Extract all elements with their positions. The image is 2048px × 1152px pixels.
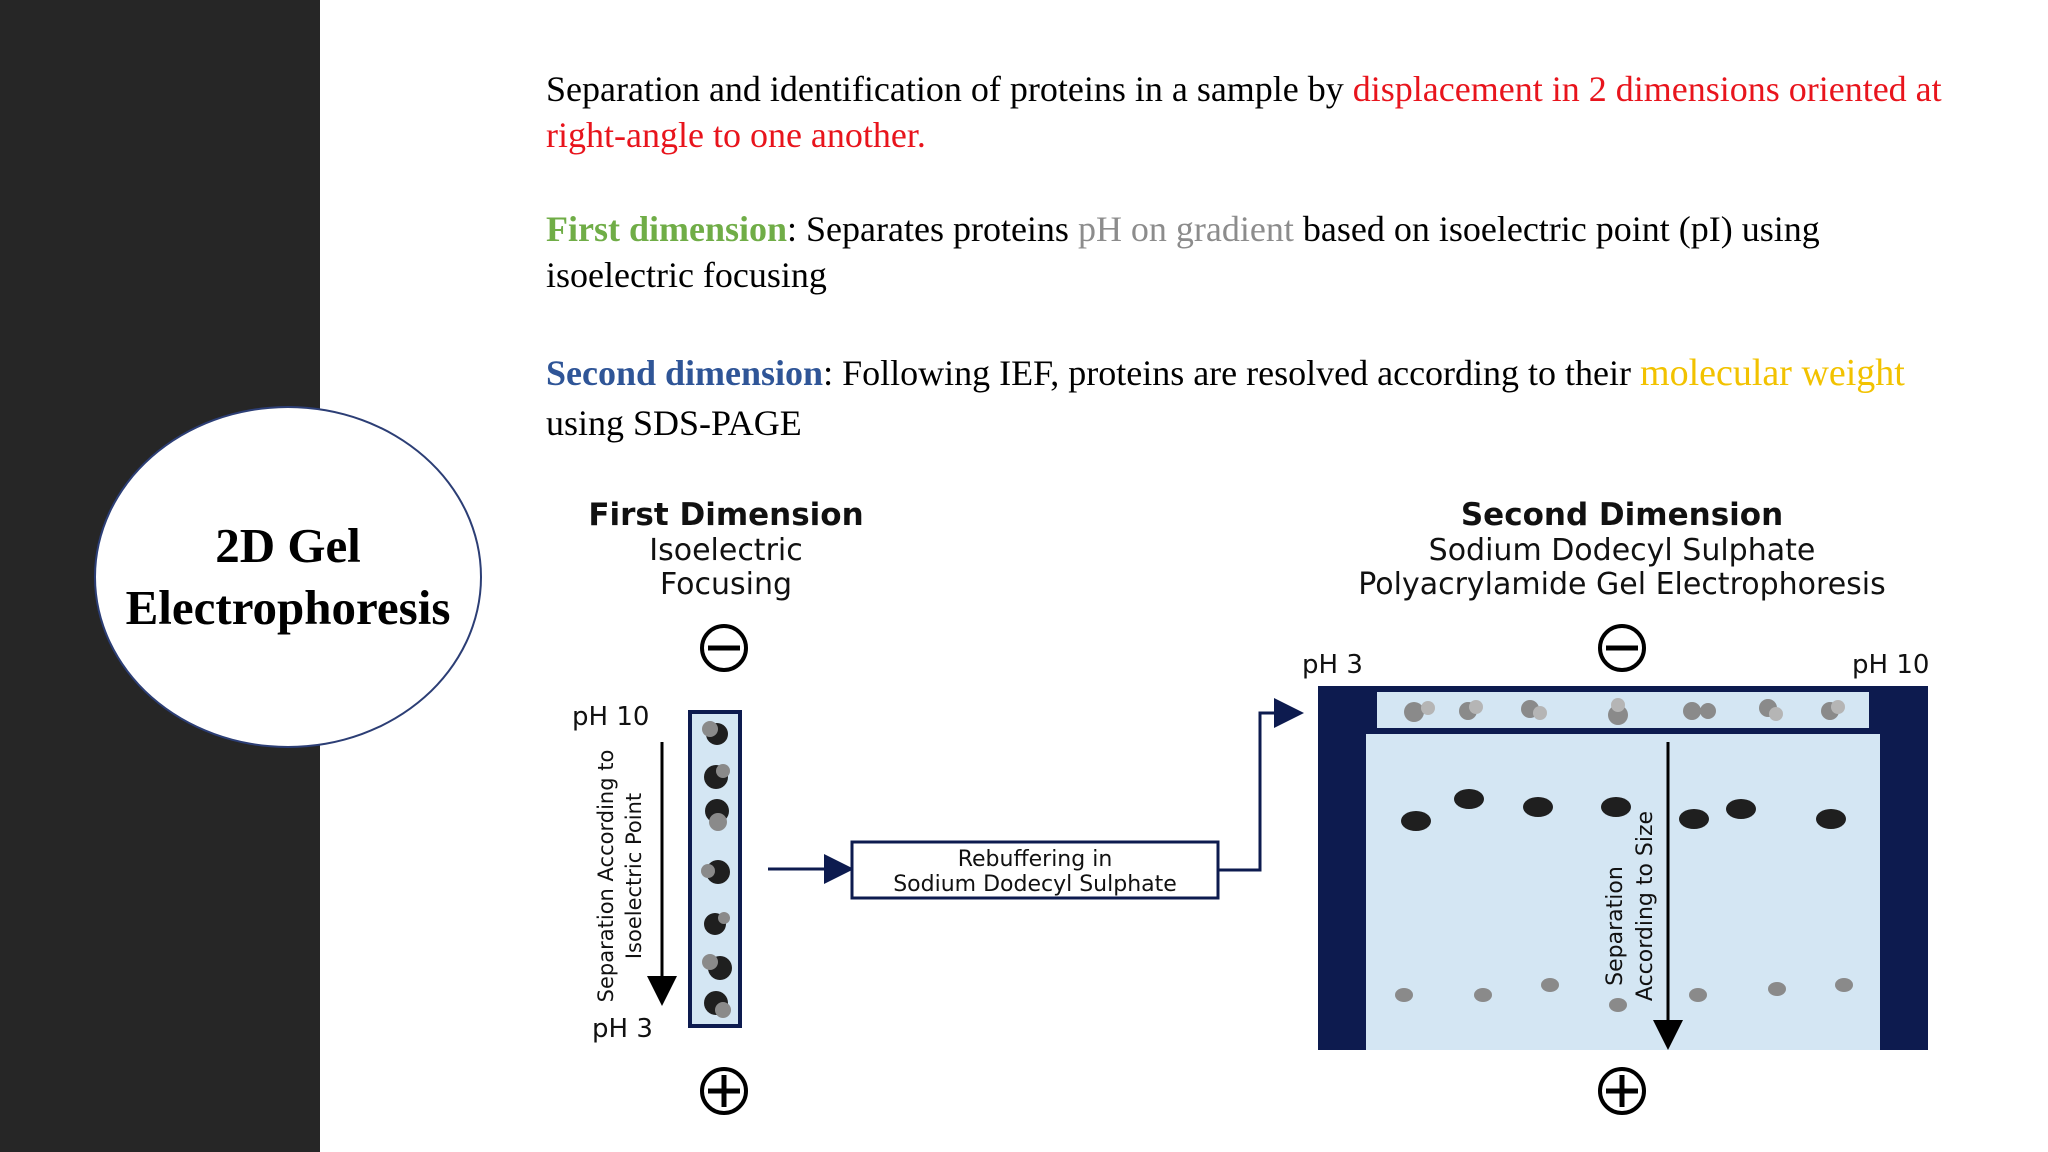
heavy-band <box>1454 789 1484 809</box>
intro-highlight: displacement in 2 dimensions oriented at… <box>546 69 1942 155</box>
strip-spot <box>1608 705 1628 725</box>
ief-spot-light <box>716 764 730 778</box>
first-dimension-text-1: : Separates proteins <box>787 209 1078 249</box>
ief-spot-light <box>702 721 718 737</box>
second-dimension-gold-text: molecular weight <box>1640 352 1905 394</box>
strip-spot <box>1611 698 1625 712</box>
strip-spot <box>1404 702 1424 722</box>
strip-spot <box>1683 702 1701 720</box>
rebuffer-line-1: Rebuffering in <box>958 847 1113 872</box>
size-axis-label-2: According to Size <box>1633 811 1658 1001</box>
ph-left-label: pH 3 <box>1302 650 1363 680</box>
light-band <box>1768 982 1786 996</box>
heavy-band <box>1726 799 1756 819</box>
title-line-2: Electrophoresis <box>125 580 451 635</box>
strip-spot <box>1769 707 1783 721</box>
heavy-band <box>1679 809 1709 829</box>
cathode-minus-icon <box>700 624 748 672</box>
second-dimension-label: Second dimension <box>546 353 824 393</box>
strip-spot <box>1700 703 1716 719</box>
pi-axis-label-1: Separation According to <box>594 750 618 1003</box>
strip-spot <box>1831 700 1845 714</box>
ph-bottom-label: pH 3 <box>592 1014 653 1044</box>
slide-title: 2D Gel Electrophoresis <box>126 515 451 639</box>
second-dimension-paragraph: Second dimension: Following IEF, protein… <box>546 348 1946 448</box>
first-dimension-paragraph: First dimension: Separates proteins pH o… <box>546 206 1946 298</box>
ief-spot-light <box>718 912 730 924</box>
rebuffer-line-2: Sodium Dodecyl Sulphate <box>893 872 1177 897</box>
electrophoresis-diagram: First Dimension Isoelectric Focusing pH … <box>572 497 1929 1115</box>
ief-protein-spots <box>701 721 732 1018</box>
first-dimension-label: First dimension <box>546 209 788 249</box>
first-dimension-sub-2: Focusing <box>660 567 792 602</box>
ief-spot-light <box>709 813 727 831</box>
anode-plus-icon <box>700 1067 748 1115</box>
sds-light-bands <box>1395 978 1853 1012</box>
second-dimension-text-2: using SDS-PAGE <box>546 403 802 443</box>
first-dimension-gray-text: pH on gradient <box>1077 209 1294 249</box>
ief-spot-light <box>715 1002 731 1018</box>
light-band <box>1835 978 1853 992</box>
ph-right-label: pH 10 <box>1852 650 1929 680</box>
light-band <box>1689 988 1707 1002</box>
ief-spot-light <box>702 954 718 970</box>
title-circle: 2D Gel Electrophoresis <box>94 406 482 748</box>
cathode-minus-icon <box>1598 624 1646 672</box>
strip-protein-spots <box>1404 698 1845 725</box>
anode-plus-icon <box>1598 1067 1646 1115</box>
strip-spot <box>1421 701 1435 715</box>
sds-gel <box>1366 686 1880 1050</box>
sds-heavy-bands <box>1401 789 1846 831</box>
heavy-band <box>1601 797 1631 817</box>
strip-spot <box>1469 700 1483 714</box>
second-dimension-heading: Second Dimension <box>1461 497 1783 533</box>
strip-spot <box>1533 706 1547 720</box>
heavy-band <box>1401 811 1431 831</box>
size-axis-label-1: Separation <box>1603 866 1628 986</box>
title-line-1: 2D Gel <box>215 518 361 573</box>
ief-spot-light <box>701 864 715 878</box>
rebuffer-box <box>850 840 1220 900</box>
second-dimension-text-1: : Following IEF, proteins are resolved a… <box>823 353 1641 393</box>
ph-top-label: pH 10 <box>572 702 649 732</box>
heavy-band <box>1523 797 1553 817</box>
heavy-band <box>1816 809 1846 829</box>
light-band <box>1609 998 1627 1012</box>
intro-paragraph: Separation and identification of protein… <box>546 66 1946 158</box>
second-dimension-sub-1: Sodium Dodecyl Sulphate <box>1429 533 1816 568</box>
light-band <box>1395 988 1413 1002</box>
intro-text: Separation and identification of protein… <box>546 69 1353 109</box>
light-band <box>1474 988 1492 1002</box>
second-dimension-sub-2: Polyacrylamide Gel Electrophoresis <box>1358 567 1886 602</box>
first-dimension-text-2: based on isoelectric point (pI) using is… <box>546 209 1820 295</box>
first-dimension-heading: First Dimension <box>588 497 863 533</box>
first-dimension-sub-1: Isoelectric <box>649 533 803 568</box>
to-sds-page-arrow <box>1218 698 1304 872</box>
pi-axis-label-2: Isoelectric Point <box>622 793 646 959</box>
light-band <box>1541 978 1559 992</box>
